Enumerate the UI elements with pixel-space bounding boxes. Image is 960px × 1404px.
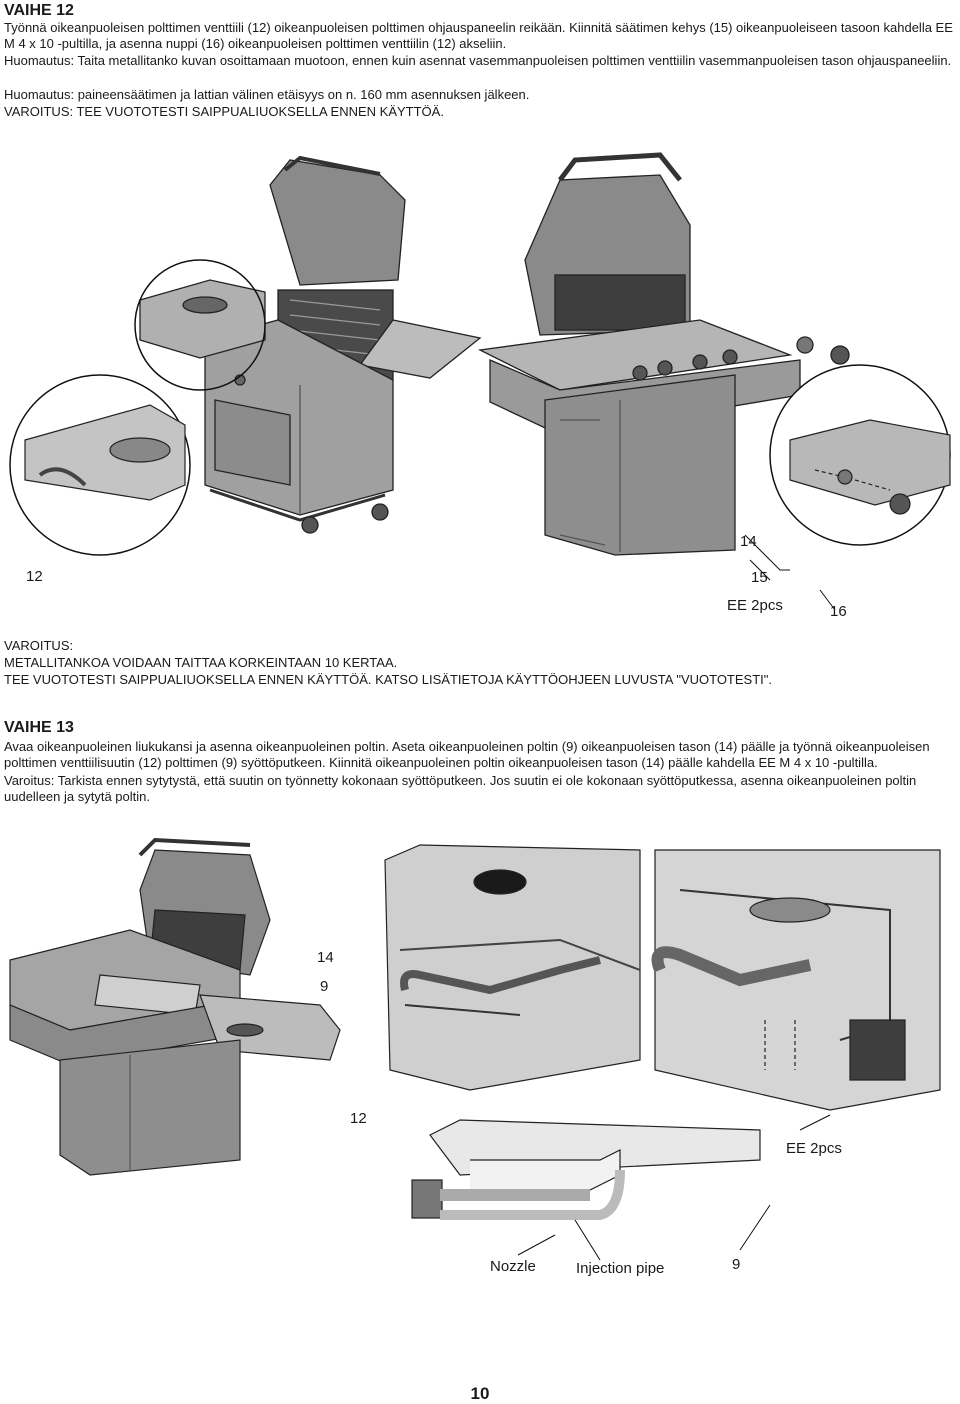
callout-ee-2pcs: EE 2pcs bbox=[786, 1140, 842, 1157]
grill-illustration-left bbox=[139, 155, 482, 534]
burner-detail-upper-left bbox=[384, 844, 641, 1091]
warning-line-2: TEE VUOTOTESTI SAIPPUALIUOKSELLA ENNEN K… bbox=[4, 672, 772, 687]
warning-line-1: METALLITANKOA VOIDAAN TAITTAA KORKEINTAA… bbox=[4, 655, 398, 670]
grill-illustration-step13 bbox=[9, 837, 341, 1176]
step12-instruction: Työnnä oikeanpuoleisen polttimen venttii… bbox=[4, 20, 953, 51]
step13-figure bbox=[9, 837, 941, 1261]
callout-14: 14 bbox=[317, 949, 334, 966]
page-number: 10 bbox=[470, 1384, 490, 1403]
callout-9: 9 bbox=[320, 978, 329, 995]
callout-16: 16 bbox=[830, 603, 847, 620]
callout-12: 12 bbox=[26, 568, 43, 585]
step12-figure bbox=[9, 152, 951, 611]
burner-detail-upper-right bbox=[651, 849, 941, 1111]
step12-note-distance: Huomautus: paineensäätimen ja lattian vä… bbox=[4, 87, 530, 102]
grill-illustration-right bbox=[477, 152, 850, 556]
callout-9b: 9 bbox=[732, 1256, 741, 1273]
callout-nozzle: Nozzle bbox=[490, 1258, 536, 1275]
callout-14: 14 bbox=[740, 533, 757, 550]
step13-warning: Varoitus: Tarkista ennen sytytystä, että… bbox=[4, 773, 917, 804]
callout-15: 15 bbox=[751, 569, 768, 586]
control-frame-detail bbox=[789, 419, 951, 515]
step13-instruction: Avaa oikeanpuoleinen liukukansi ja asenn… bbox=[4, 739, 930, 770]
detail-circle-upper bbox=[134, 259, 266, 391]
callout-ee-2pcs: EE 2pcs bbox=[727, 597, 783, 614]
valve-detail-left bbox=[24, 404, 186, 501]
step12-warning-leaktest: VAROITUS: TEE VUOTOTESTI SAIPPUALIUOKSEL… bbox=[4, 104, 444, 119]
warning-title: VAROITUS: bbox=[4, 638, 74, 653]
step13-heading: VAIHE 13 bbox=[4, 719, 74, 736]
step12-note-bend: Huomautus: Taita metallitanko kuvan osoi… bbox=[4, 53, 952, 68]
callout-injection-pipe: Injection pipe bbox=[576, 1260, 665, 1277]
callout-12: 12 bbox=[350, 1110, 367, 1127]
injection-pipe-detail bbox=[411, 1119, 761, 1220]
step12-heading: VAIHE 12 bbox=[4, 2, 74, 19]
